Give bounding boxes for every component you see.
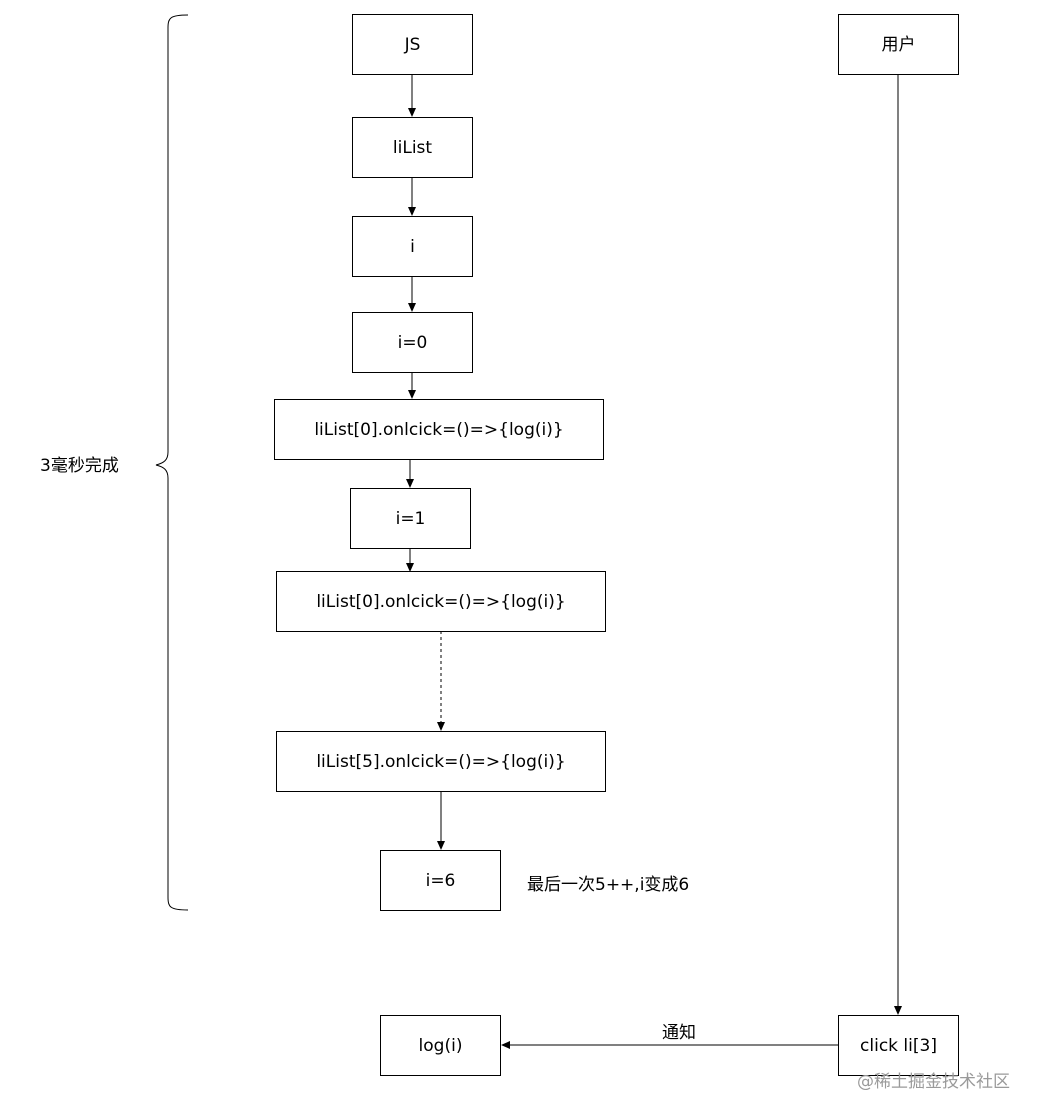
brace-label: 3毫秒完成 [40, 456, 119, 476]
svg-text:liList[5].onlcick=()=>{log(i)}: liList[5].onlcick=()=>{log(i)} [316, 752, 565, 772]
svg-text:liList[0].onlcick=()=>{log(i)}: liList[0].onlcick=()=>{log(i)} [316, 592, 565, 612]
node-assign-0: liList[0].onlcick=()=>{log(i)} [274, 399, 604, 460]
node-assign-1: liList[0].onlcick=()=>{log(i)} [276, 571, 606, 632]
svg-text:liList: liList [393, 138, 432, 158]
svg-text:click li[3]: click li[3] [860, 1036, 937, 1056]
node-i-equals-1: i=1 [350, 488, 471, 549]
node-i: i [352, 216, 473, 277]
svg-text:JS: JS [404, 35, 421, 55]
svg-text:log(i): log(i) [419, 1036, 463, 1056]
watermark: @稀土掘金技术社区 [857, 1072, 1010, 1092]
node-i-equals-6: i=6 [380, 850, 501, 911]
svg-text:i=1: i=1 [396, 509, 426, 529]
svg-text:i=6: i=6 [426, 871, 456, 891]
note-label: 最后一次5++,i变成6 [527, 875, 689, 895]
svg-text:i=0: i=0 [398, 333, 428, 353]
node-user: 用户 [838, 14, 959, 75]
notify-label: 通知 [662, 1023, 696, 1043]
node-click: click li[3] [838, 1015, 959, 1076]
node-lilist: liList [352, 117, 473, 178]
svg-text:i: i [410, 237, 415, 257]
node-log: log(i) [380, 1015, 501, 1076]
svg-text:用户: 用户 [882, 35, 916, 55]
node-i-equals-0: i=0 [352, 312, 473, 373]
svg-text:liList[0].onlcick=()=>{log(i)}: liList[0].onlcick=()=>{log(i)} [314, 420, 563, 440]
curly-brace [155, 14, 189, 911]
node-js: JS [352, 14, 473, 75]
node-assign-5: liList[5].onlcick=()=>{log(i)} [276, 731, 606, 792]
